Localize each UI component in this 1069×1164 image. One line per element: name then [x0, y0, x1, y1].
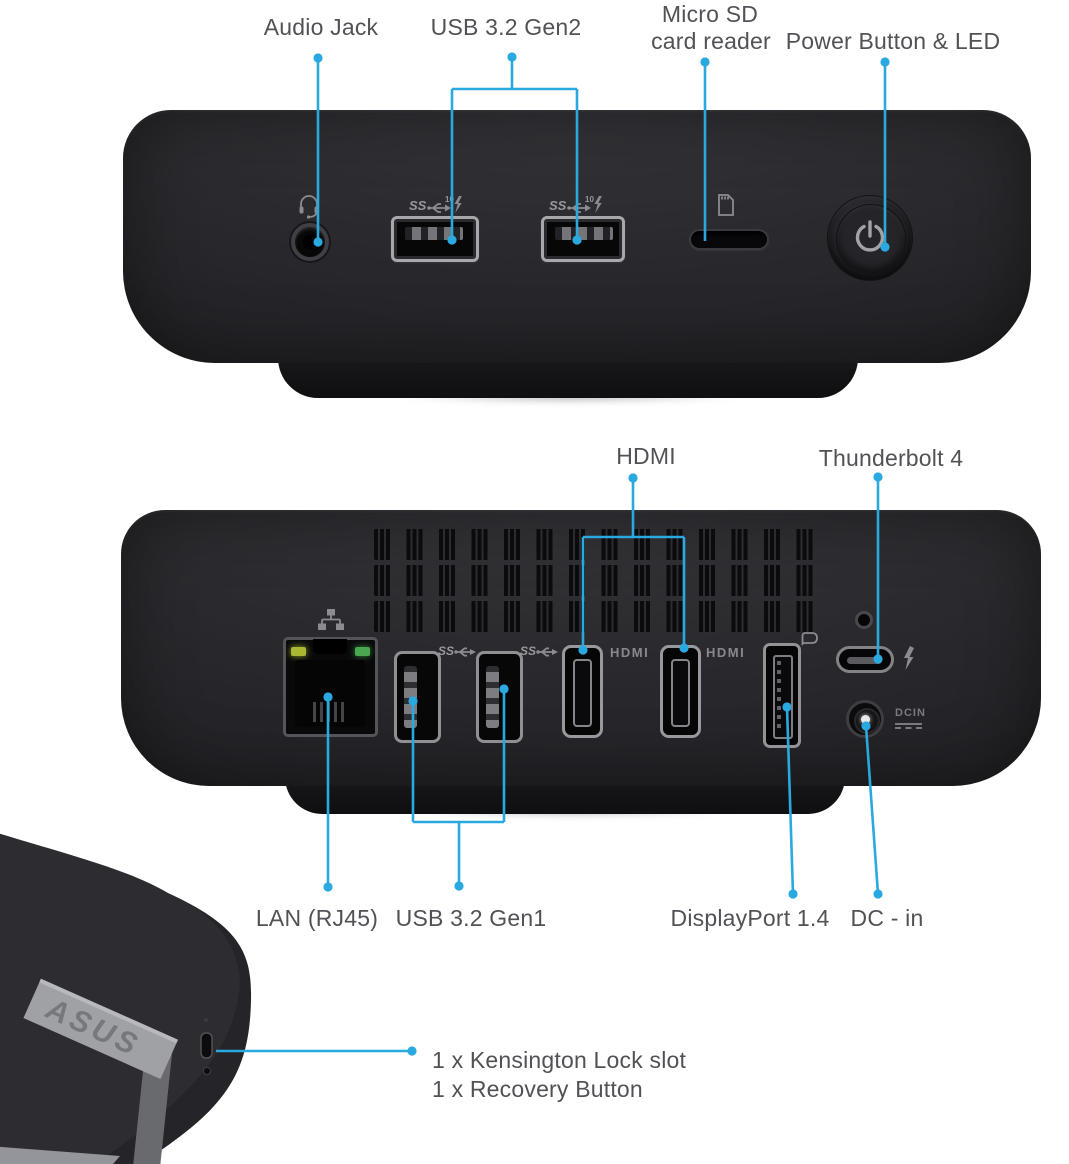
side-device-foot [0, 1146, 120, 1164]
side-pinhole-upper [204, 1018, 208, 1022]
usb-ss-gen1-icon-1: SS [438, 644, 476, 658]
power-icon [855, 220, 885, 252]
usb-a-gen1-port-2 [476, 651, 523, 743]
displayport-icon [801, 632, 818, 646]
svg-text:10: 10 [445, 195, 454, 204]
side-device-front-face-shade [95, 893, 252, 1164]
thunderbolt-icon [904, 646, 914, 670]
hdmi-slot [573, 659, 592, 727]
callout-line-displayport [782, 702, 798, 899]
usbc-tongue [847, 657, 882, 664]
recovery-button-pinhole [203, 1067, 211, 1075]
callout-line-audio-jack [313, 53, 323, 247]
label-micro-sd-line1: Micro SD [661, 1, 759, 27]
rj45-pins [313, 702, 346, 722]
callout-line-thunderbolt [873, 472, 883, 664]
audio-jack-port [291, 223, 329, 261]
label-thunderbolt4: Thunderbolt 4 [818, 445, 964, 471]
rj45-clip-tab [313, 639, 347, 654]
callout-line-hdmi [578, 473, 689, 655]
asus-logo-band-side [133, 1050, 172, 1164]
hdmi-port-2-mark: HDMI [706, 645, 746, 660]
usb-ss10-gen2-icon-2: SS 10 [549, 195, 602, 213]
dc-symbol-solid-bar [895, 723, 922, 725]
micro-sd-slot [689, 229, 769, 250]
displayport-port [763, 643, 801, 748]
audio-jack-hole [303, 235, 317, 249]
displayport-pins [777, 661, 781, 731]
svg-text:SS: SS [520, 644, 536, 658]
usb-a-gen2-port-2 [541, 216, 625, 262]
usb-ss10-gen2-icon-1: SS 10 [409, 195, 462, 213]
usb-tongue [555, 227, 613, 240]
micro-sd-card-icon [718, 194, 734, 216]
label-hdmi: HDMI [616, 443, 676, 469]
hdmi-port-1-mark: HDMI [610, 645, 650, 660]
label-recovery-button: 1 x Recovery Button [432, 1076, 643, 1102]
svg-text:SS: SS [438, 644, 454, 658]
vent-grille-row-1 [374, 529, 826, 560]
usb-ss-gen1-icon-2: SS [520, 644, 558, 658]
thunderbolt4-usbc-port [836, 646, 894, 673]
vent-grille-row-2 [374, 565, 826, 596]
vent-grille-row-3 [374, 601, 826, 632]
usb-tongue [486, 666, 499, 728]
dc-in-mark: DCIN [895, 707, 926, 719]
rj45-led-left [291, 647, 306, 656]
rj45-led-right [355, 647, 370, 656]
power-button-inner [836, 204, 906, 274]
security-pinhole [855, 611, 873, 629]
svg-text:SS: SS [409, 198, 427, 213]
dc-symbol-dashed-bar [895, 727, 922, 729]
label-displayport14: DisplayPort 1.4 [670, 905, 830, 931]
label-micro-sd-line2: card reader [651, 28, 771, 54]
callout-line-usb32-gen1 [408, 684, 509, 891]
callout-line-lan [323, 692, 333, 892]
hdmi-slot [671, 659, 690, 727]
callout-line-usb32-gen2 [447, 52, 582, 245]
lan-network-icon [318, 609, 344, 630]
callout-line-micro-sd [700, 57, 710, 241]
usb-tongue [405, 227, 463, 240]
label-usb32-gen2: USB 3.2 Gen2 [430, 14, 582, 40]
power-button [828, 196, 912, 280]
svg-text:10: 10 [585, 195, 594, 204]
side-device-body [0, 833, 252, 1164]
label-audio-jack: Audio Jack [263, 14, 379, 40]
callout-line-power [880, 57, 890, 252]
dc-in-pin [860, 714, 870, 724]
kensington-lock-slot [200, 1032, 213, 1059]
label-power-button: Power Button & LED [785, 28, 1001, 54]
lan-rj45-port [283, 637, 378, 737]
label-dc-in: DC - in [850, 905, 924, 931]
label-lan-rj45: LAN (RJ45) [255, 905, 379, 931]
label-usb32-gen1: USB 3.2 Gen1 [395, 905, 547, 931]
callout-line-kensington [216, 1046, 417, 1056]
usb-a-gen2-port-1 [391, 216, 479, 262]
callout-line-dc-in [861, 721, 883, 899]
svg-text:SS: SS [549, 198, 567, 213]
label-kensington-lock: 1 x Kensington Lock slot [432, 1047, 687, 1073]
